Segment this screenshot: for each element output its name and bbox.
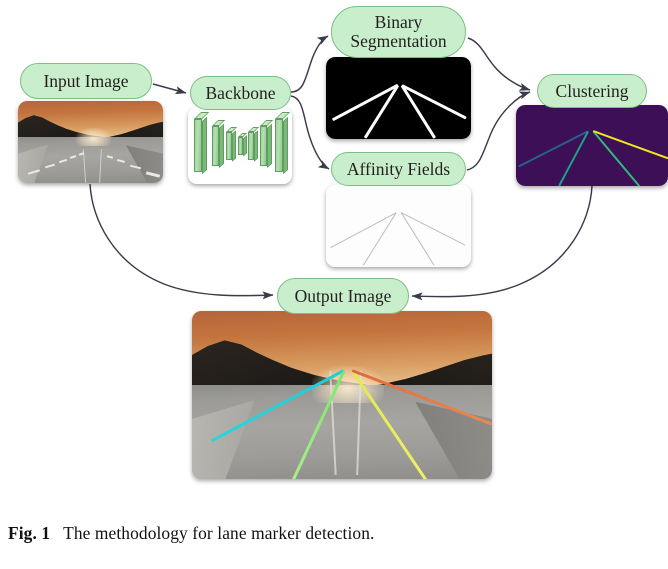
edge-backbone-to-affinity	[290, 95, 330, 170]
node-clustering[interactable]: Clustering	[537, 74, 647, 108]
affinity-field-map	[326, 185, 471, 267]
affinity-map	[326, 185, 471, 267]
node-binary-segmentation-label: Binary Segmentation	[350, 12, 447, 51]
arrow-layer	[89, 35, 593, 301]
horizon-haze	[312, 366, 384, 404]
affinity-lane	[330, 212, 397, 248]
horizon-haze	[76, 128, 111, 147]
node-clustering-label: Clustering	[555, 80, 629, 101]
input-image-photo	[18, 101, 163, 183]
node-output-image[interactable]: Output Image	[277, 278, 409, 314]
node-output-image-label: Output Image	[294, 285, 392, 306]
edge-input-to-output	[89, 183, 274, 300]
caption-label: Fig. 1	[8, 523, 51, 543]
node-affinity-fields[interactable]: Affinity Fields	[331, 152, 466, 186]
output-image-photo	[192, 311, 492, 479]
input-highway-scene	[18, 101, 163, 183]
cnn-architecture	[188, 107, 292, 184]
edge-backbone-to-binseg	[290, 35, 329, 93]
cnn-layer	[275, 112, 291, 175]
node-backbone-label: Backbone	[205, 82, 276, 103]
caption-text: The methodology for lane marker detectio…	[63, 523, 375, 543]
node-input-image[interactable]: Input Image	[20, 63, 152, 99]
cnn-layer	[212, 120, 226, 168]
node-affinity-fields-label: Affinity Fields	[346, 158, 451, 179]
node-backbone[interactable]: Backbone	[190, 76, 291, 110]
figure-caption: Fig. 1 The methodology for lane marker de…	[8, 523, 660, 544]
cnn-layer	[248, 127, 260, 162]
instance-cluster-map	[516, 105, 668, 186]
binary-mask	[326, 57, 471, 139]
cnn-layer	[194, 112, 210, 175]
cnn-layer	[260, 120, 274, 168]
cluster-map	[516, 105, 668, 186]
output-highway-scene	[192, 311, 492, 479]
edge-affinity-to-clustering	[466, 91, 531, 171]
figure-diagram: Input Image	[18, 6, 668, 479]
edge-clustering-to-output	[411, 185, 593, 301]
node-input-image-label: Input Image	[43, 70, 129, 91]
node-binary-segmentation[interactable]: Binary Segmentation	[331, 6, 466, 58]
edge-input-to-backbone	[152, 83, 187, 95]
cnn-layer	[226, 127, 238, 162]
cnn-layer	[238, 133, 248, 157]
segmentation-map	[326, 57, 471, 139]
backbone-diagram	[188, 107, 292, 184]
edge-binseg-to-clustering	[467, 37, 531, 91]
